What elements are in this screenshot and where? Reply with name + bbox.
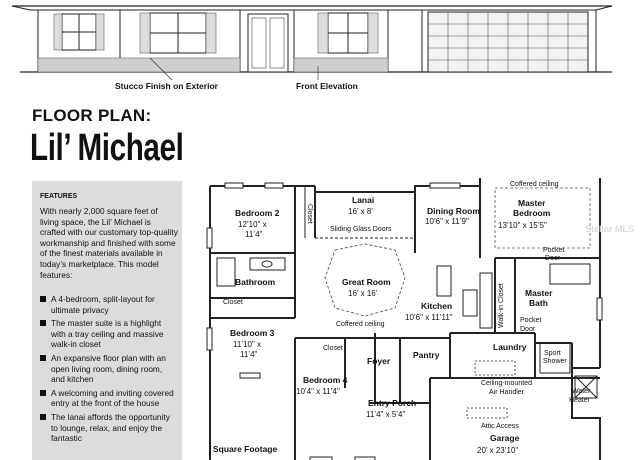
feature-item: An expansive floor plan with an open liv… (40, 353, 178, 385)
laundry-label: Laundry (493, 342, 527, 352)
air-handler-l2: Air Handler (489, 389, 525, 396)
bullet-square-icon (40, 320, 46, 327)
bullet-square-icon (40, 389, 46, 396)
garage-label: Garage (490, 433, 520, 443)
dining-room-dim: 10’6" x 11’9" (425, 217, 469, 226)
water-heater-l2: Heater (569, 397, 591, 404)
bedroom4-dim: 10’4" x 11’4" (296, 387, 340, 396)
bullet-square-icon (40, 413, 46, 420)
walk-in-closet-label: Walk-in Closet (498, 283, 505, 328)
entry-porch-label: Entry Porch (368, 398, 416, 408)
lanai-label: Lanai (352, 195, 374, 205)
plan-title: Lil’ Michael (30, 127, 184, 169)
floor-plan-drawing: Bedroom 2 12’10" x 11’4" Closet Lanai 16… (206, 178, 603, 460)
bullet-square-icon (40, 354, 46, 361)
air-handler-l1: Ceiling-mounted (481, 380, 532, 387)
bedroom3-dim2: 11’4" (240, 350, 258, 359)
bedroom3-label: Bedroom 3 (230, 328, 275, 338)
master-bedroom-dim: 13’10" x 15’5" (498, 221, 547, 230)
dining-room-label: Dining Room (427, 206, 480, 216)
master-bedroom-label-1: Master (518, 198, 546, 208)
bedroom2-closet-label: Closet (306, 204, 313, 224)
feature-item: A 4-bedroom, split-layout for ultimate p… (40, 294, 178, 315)
master-bath-label-2: Bath (529, 298, 548, 308)
floor-plan-label: FLOOR PLAN: (32, 106, 152, 125)
attic-access-label: Attic Access (481, 423, 519, 430)
bedroom2-dim2: 11’4" (245, 230, 263, 239)
entry-porch-dim: 11’4" x 5’4" (366, 410, 405, 419)
lanai-dim: 16’ x 8’ (348, 207, 373, 216)
pocket-door-1-l1: Pocket (543, 247, 564, 254)
feature-item: A welcoming and inviting covered entry a… (40, 388, 178, 409)
bathroom-label: Bathroom (235, 277, 276, 287)
bedroom2-dim1: 12’10" x (238, 220, 267, 229)
watermark: Stellar MLS (584, 224, 634, 234)
pocket-door-2-l2: Door (520, 326, 536, 333)
master-bath-label-1: Master (525, 288, 553, 298)
bedroom3-dim1: 11’10" x (233, 340, 261, 349)
foyer-label: Foyer (367, 356, 391, 366)
features-intro: With nearly 2,000 square feet of living … (40, 206, 178, 280)
feature-item: The lanai affords the opportunity to lou… (40, 412, 178, 444)
features-panel: FEATURES With nearly 2,000 square feet o… (32, 181, 182, 460)
front-elevation-caption: Front Elevation (296, 81, 358, 91)
master-coffered-label: Coffered ceiling (510, 181, 559, 188)
features-list: A 4-bedroom, split-layout for ultimate p… (40, 294, 178, 447)
water-heater-l1: Water (572, 388, 591, 395)
feature-item: The master suite is a highlight with a t… (40, 318, 178, 350)
bedroom2-label: Bedroom 2 (235, 208, 280, 218)
great-room-label: Great Room (342, 277, 391, 287)
sport-shower-l2: Shower (543, 358, 567, 365)
kitchen-label: Kitchen (421, 301, 452, 311)
front-elevation-drawing (11, 5, 613, 81)
great-room-dim: 16’ x 16’ (348, 289, 378, 298)
bathroom-closet-label: Closet (223, 299, 243, 306)
master-bedroom-label-2: Bedroom (513, 208, 551, 218)
kitchen-dim: 10’6" x 11’11" (405, 313, 453, 322)
stucco-caption: Stucco Finish on Exterior (115, 81, 218, 91)
garage-dim: 20’ x 23’10" (477, 446, 518, 455)
square-footage-label: Square Footage (213, 444, 278, 454)
bullet-square-icon (40, 296, 46, 302)
features-heading: FEATURES (40, 193, 78, 200)
pocket-door-2-l1: Pocket (520, 317, 541, 324)
sport-shower-l1: Sport (544, 350, 561, 357)
great-room-coffered-label: Coffered ceiling (336, 321, 385, 328)
bedroom4-label: Bedroom 4 (303, 375, 348, 385)
bedroom4-closet-label: Closet (323, 345, 343, 352)
pocket-door-1-l2: Door (545, 255, 561, 262)
sliding-doors-label: Sliding Glass Doors (330, 226, 392, 233)
pantry-label: Pantry (413, 350, 440, 360)
